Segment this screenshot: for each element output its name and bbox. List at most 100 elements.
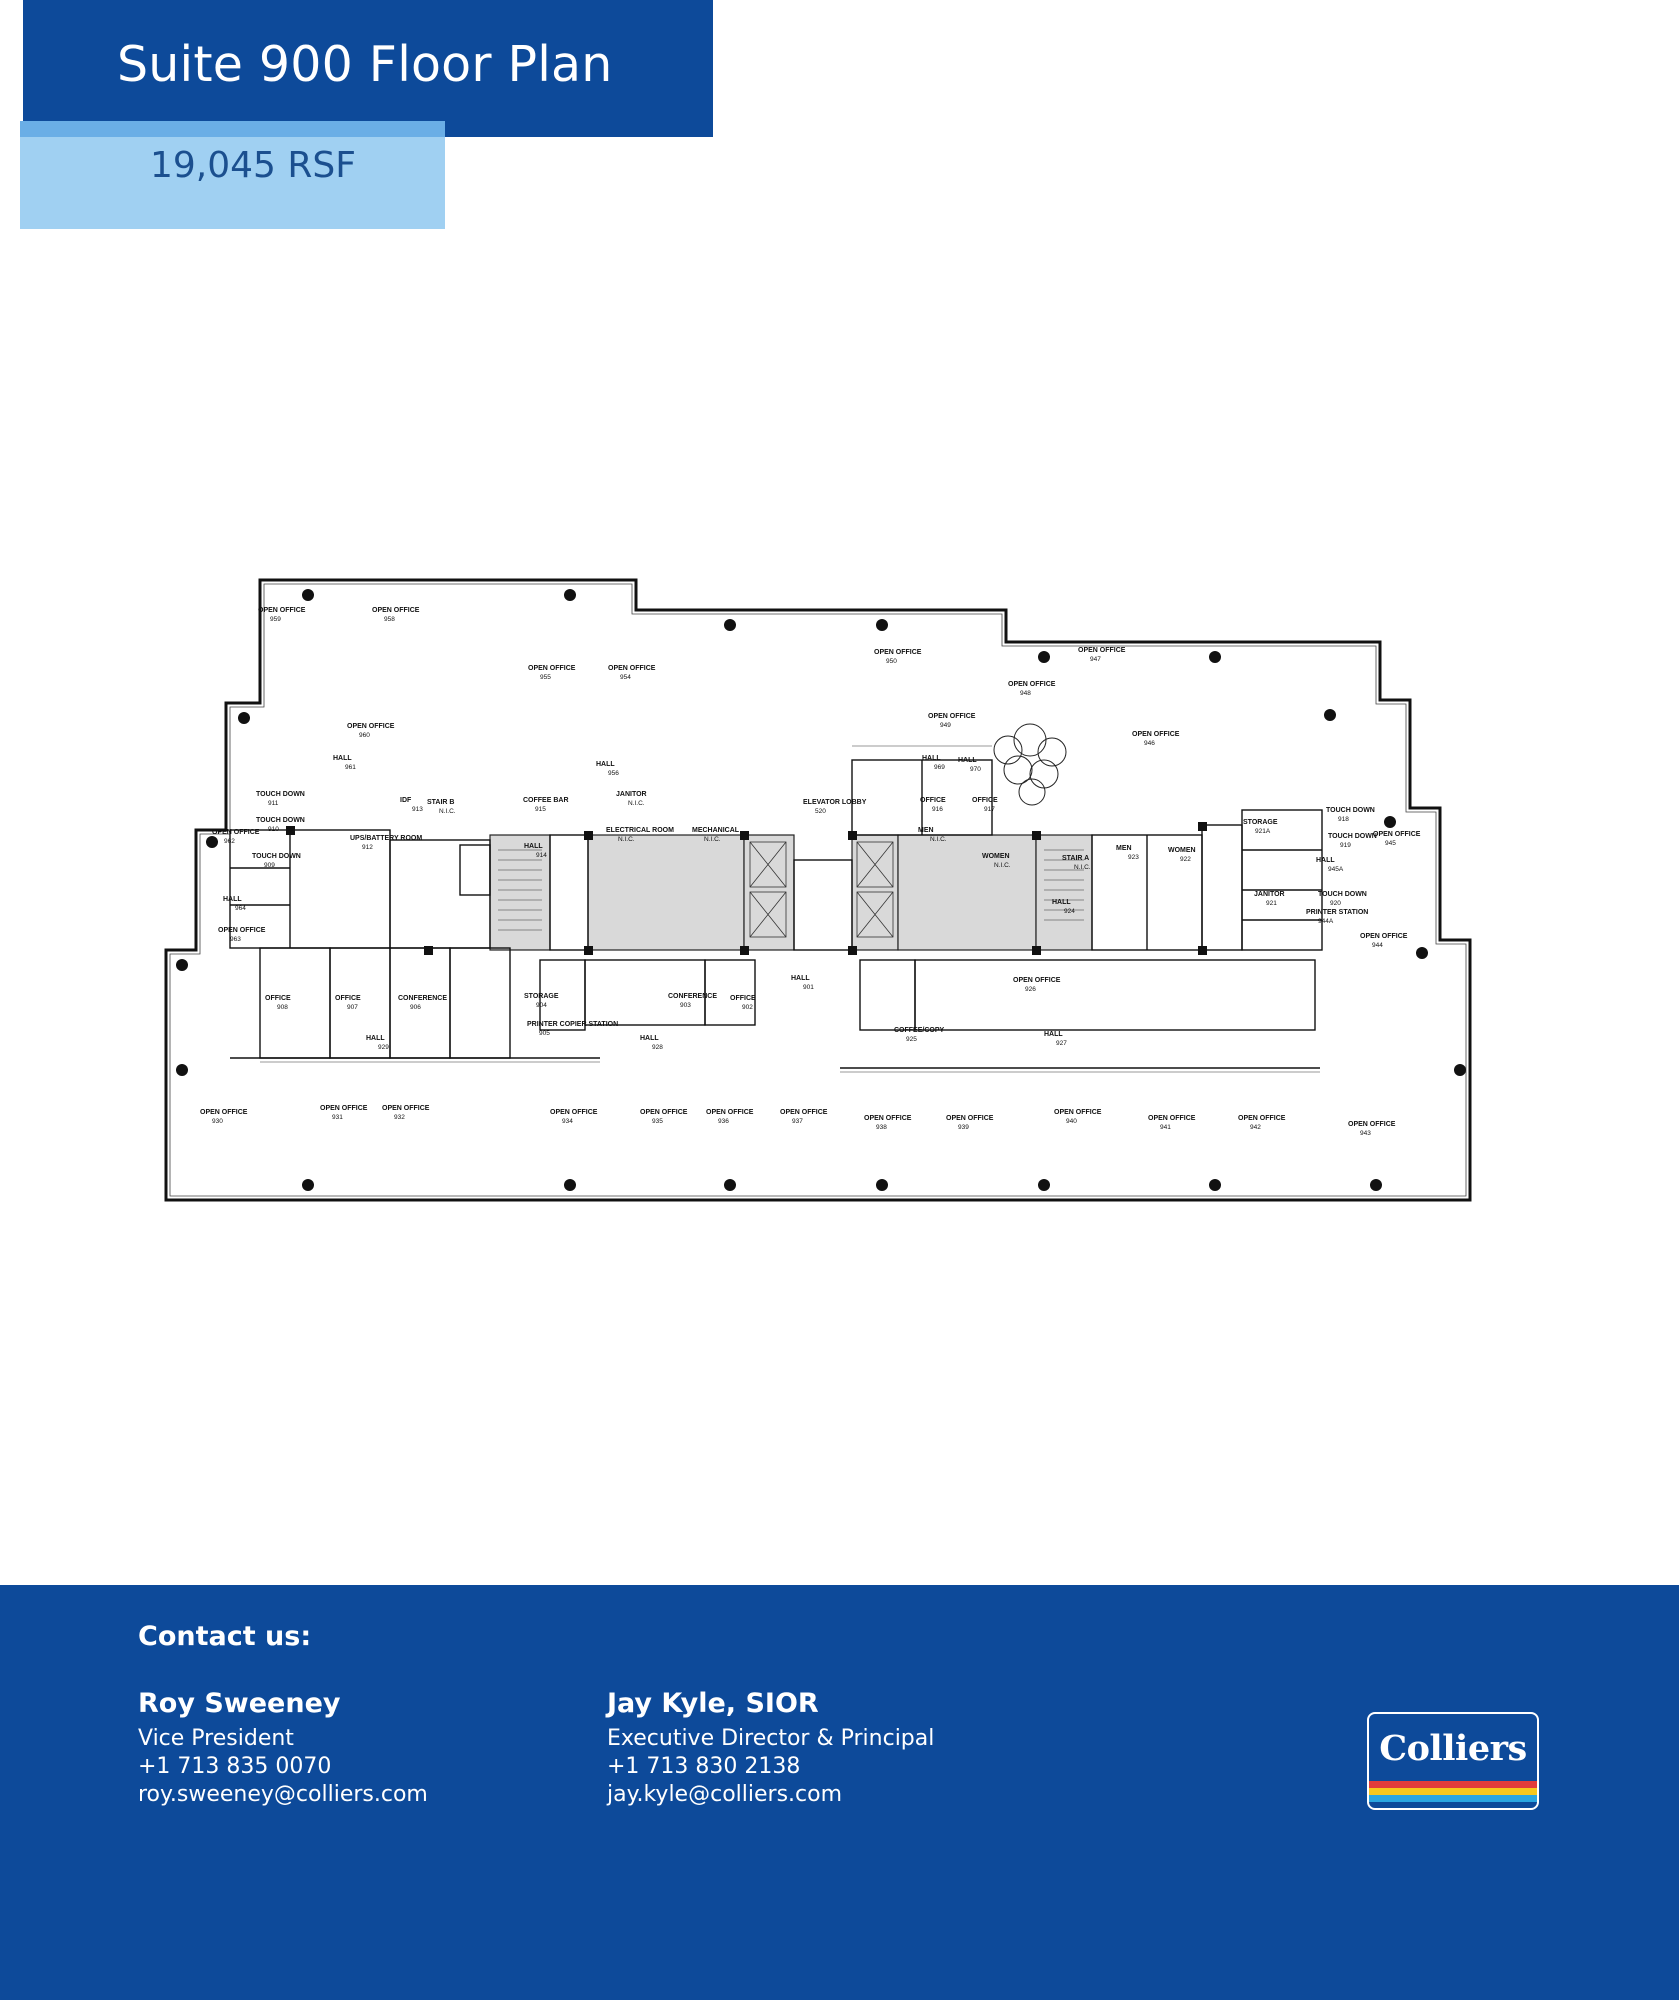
room-number: 927	[1056, 1040, 1067, 1047]
room-number: 904	[536, 1002, 547, 1009]
contact-email[interactable]: jay.kyle@colliers.com	[607, 1782, 843, 1807]
room-label: OPEN OFFICE	[1008, 681, 1056, 688]
rsf-banner: 19,045 RSF	[20, 121, 445, 229]
stair-treads	[498, 849, 1084, 931]
room-number: 963	[230, 936, 241, 943]
room-label: HALL	[1316, 857, 1335, 864]
room-number: 915	[535, 806, 546, 813]
room-number: 945	[1385, 840, 1396, 847]
room-label: HALL	[524, 843, 543, 850]
room-number: 902	[742, 1004, 753, 1011]
room-label: OPEN OFFICE	[874, 649, 922, 656]
room-number: 921A	[1255, 828, 1271, 835]
title-banner	[23, 0, 713, 137]
room-label: MEN	[918, 827, 934, 834]
room-number: 925	[906, 1036, 917, 1043]
room-label: OPEN OFFICE	[1148, 1115, 1196, 1122]
room-number: 907	[347, 1004, 358, 1011]
room-label: OPEN OFFICE	[706, 1109, 754, 1116]
room-number: N.I.C.	[628, 800, 645, 807]
room-label: OPEN OFFICE	[1078, 647, 1126, 654]
room-number: 950	[886, 658, 897, 665]
rsf-banner-top-strip	[20, 121, 445, 137]
room-number: N.I.C.	[439, 808, 456, 815]
room-number: 911	[268, 800, 279, 807]
room-label: HALL	[223, 896, 242, 903]
logo-wordmark: Colliers	[1379, 1728, 1527, 1769]
room-number: 918	[1338, 816, 1349, 823]
contact-email[interactable]: roy.sweeney@colliers.com	[138, 1782, 428, 1807]
elevator-cabs	[749, 841, 894, 938]
room-label: TOUCH DOWN	[1326, 807, 1375, 814]
room-number: 936	[718, 1118, 729, 1125]
room-label: COFFEE/COPY	[894, 1027, 945, 1034]
room-number: 910	[268, 826, 279, 833]
room-number: N.I.C.	[994, 862, 1011, 869]
room-number: 931	[332, 1114, 343, 1121]
tree-symbol	[993, 723, 1067, 806]
room-label: OPEN OFFICE	[928, 713, 976, 720]
room-number: 956	[608, 770, 619, 777]
room-label: OPEN OFFICE	[1054, 1109, 1102, 1116]
room-number: 961	[345, 764, 356, 771]
logo-stripe-yellow	[1369, 1788, 1537, 1795]
room-number: 906	[410, 1004, 421, 1011]
room-number: 949	[940, 722, 951, 729]
logo-stripe-blue	[1369, 1795, 1537, 1802]
room-label: TOUCH DOWN	[256, 817, 305, 824]
room-label: HALL	[366, 1035, 385, 1042]
contact-heading: Contact us:	[138, 1621, 312, 1652]
room-number: 934	[562, 1118, 573, 1125]
room-label: UPS/BATTERY ROOM	[350, 835, 422, 842]
room-number: 958	[384, 616, 395, 623]
room-number: 964	[235, 905, 246, 912]
logo-stripes	[1369, 1781, 1537, 1808]
contact-name: Jay Kyle, SIOR	[607, 1688, 819, 1719]
elevator-core-east	[851, 834, 899, 951]
room-number: N.I.C.	[1074, 864, 1091, 871]
room-label: OPEN OFFICE	[382, 1105, 430, 1112]
room-number: 909	[264, 862, 275, 869]
room-number: 908	[277, 1004, 288, 1011]
room-number: 935	[652, 1118, 663, 1125]
room-label: ELECTRICAL ROOM	[606, 827, 674, 834]
room-number: 912	[362, 844, 373, 851]
room-number: N.I.C.	[930, 836, 947, 843]
contact-footer: Contact us: Roy Sweeney Vice President +…	[0, 1585, 1679, 2000]
room-number: 919	[1340, 842, 1351, 849]
room-number: 926	[1025, 986, 1036, 993]
contact-card-roy-sweeney: Roy Sweeney Vice President +1 713 835 00…	[138, 1688, 428, 1809]
room-label: ELEVATOR LOBBY	[803, 799, 867, 806]
elevator-core-west	[743, 834, 795, 951]
room-label: OPEN OFFICE	[347, 723, 395, 730]
room-number: 970	[970, 766, 981, 773]
room-label: OFFICE	[972, 797, 998, 804]
room-number: 948	[1020, 690, 1031, 697]
room-number: 929	[378, 1044, 389, 1051]
room-label: STORAGE	[524, 993, 559, 1000]
page-title: Suite 900 Floor Plan	[117, 36, 613, 93]
stair-b-core	[489, 834, 551, 951]
room-number: 930	[212, 1118, 223, 1125]
room-label: OPEN OFFICE	[1348, 1121, 1396, 1128]
room-label: IDF	[400, 797, 412, 804]
room-number: 916	[932, 806, 943, 813]
room-label: CONFERENCE	[668, 993, 717, 1000]
room-label: OPEN OFFICE	[372, 607, 420, 614]
contact-phone[interactable]: +1 713 835 0070	[138, 1754, 332, 1779]
room-label: OPEN OFFICE	[528, 665, 576, 672]
room-label: OPEN OFFICE	[1132, 731, 1180, 738]
room-label: TOUCH DOWN	[1328, 833, 1377, 840]
room-label: HALL	[958, 757, 977, 764]
room-number: 905	[539, 1030, 550, 1037]
room-label: JANITOR	[616, 791, 647, 798]
room-label: COFFEE BAR	[523, 797, 569, 804]
stair-a-core	[1035, 834, 1093, 951]
room-number: 946	[1144, 740, 1155, 747]
room-number: 932	[394, 1114, 405, 1121]
contact-phone[interactable]: +1 713 830 2138	[607, 1754, 801, 1779]
room-number: 937	[792, 1118, 803, 1125]
room-label: HALL	[596, 761, 615, 768]
room-label: CONFERENCE	[398, 995, 447, 1002]
